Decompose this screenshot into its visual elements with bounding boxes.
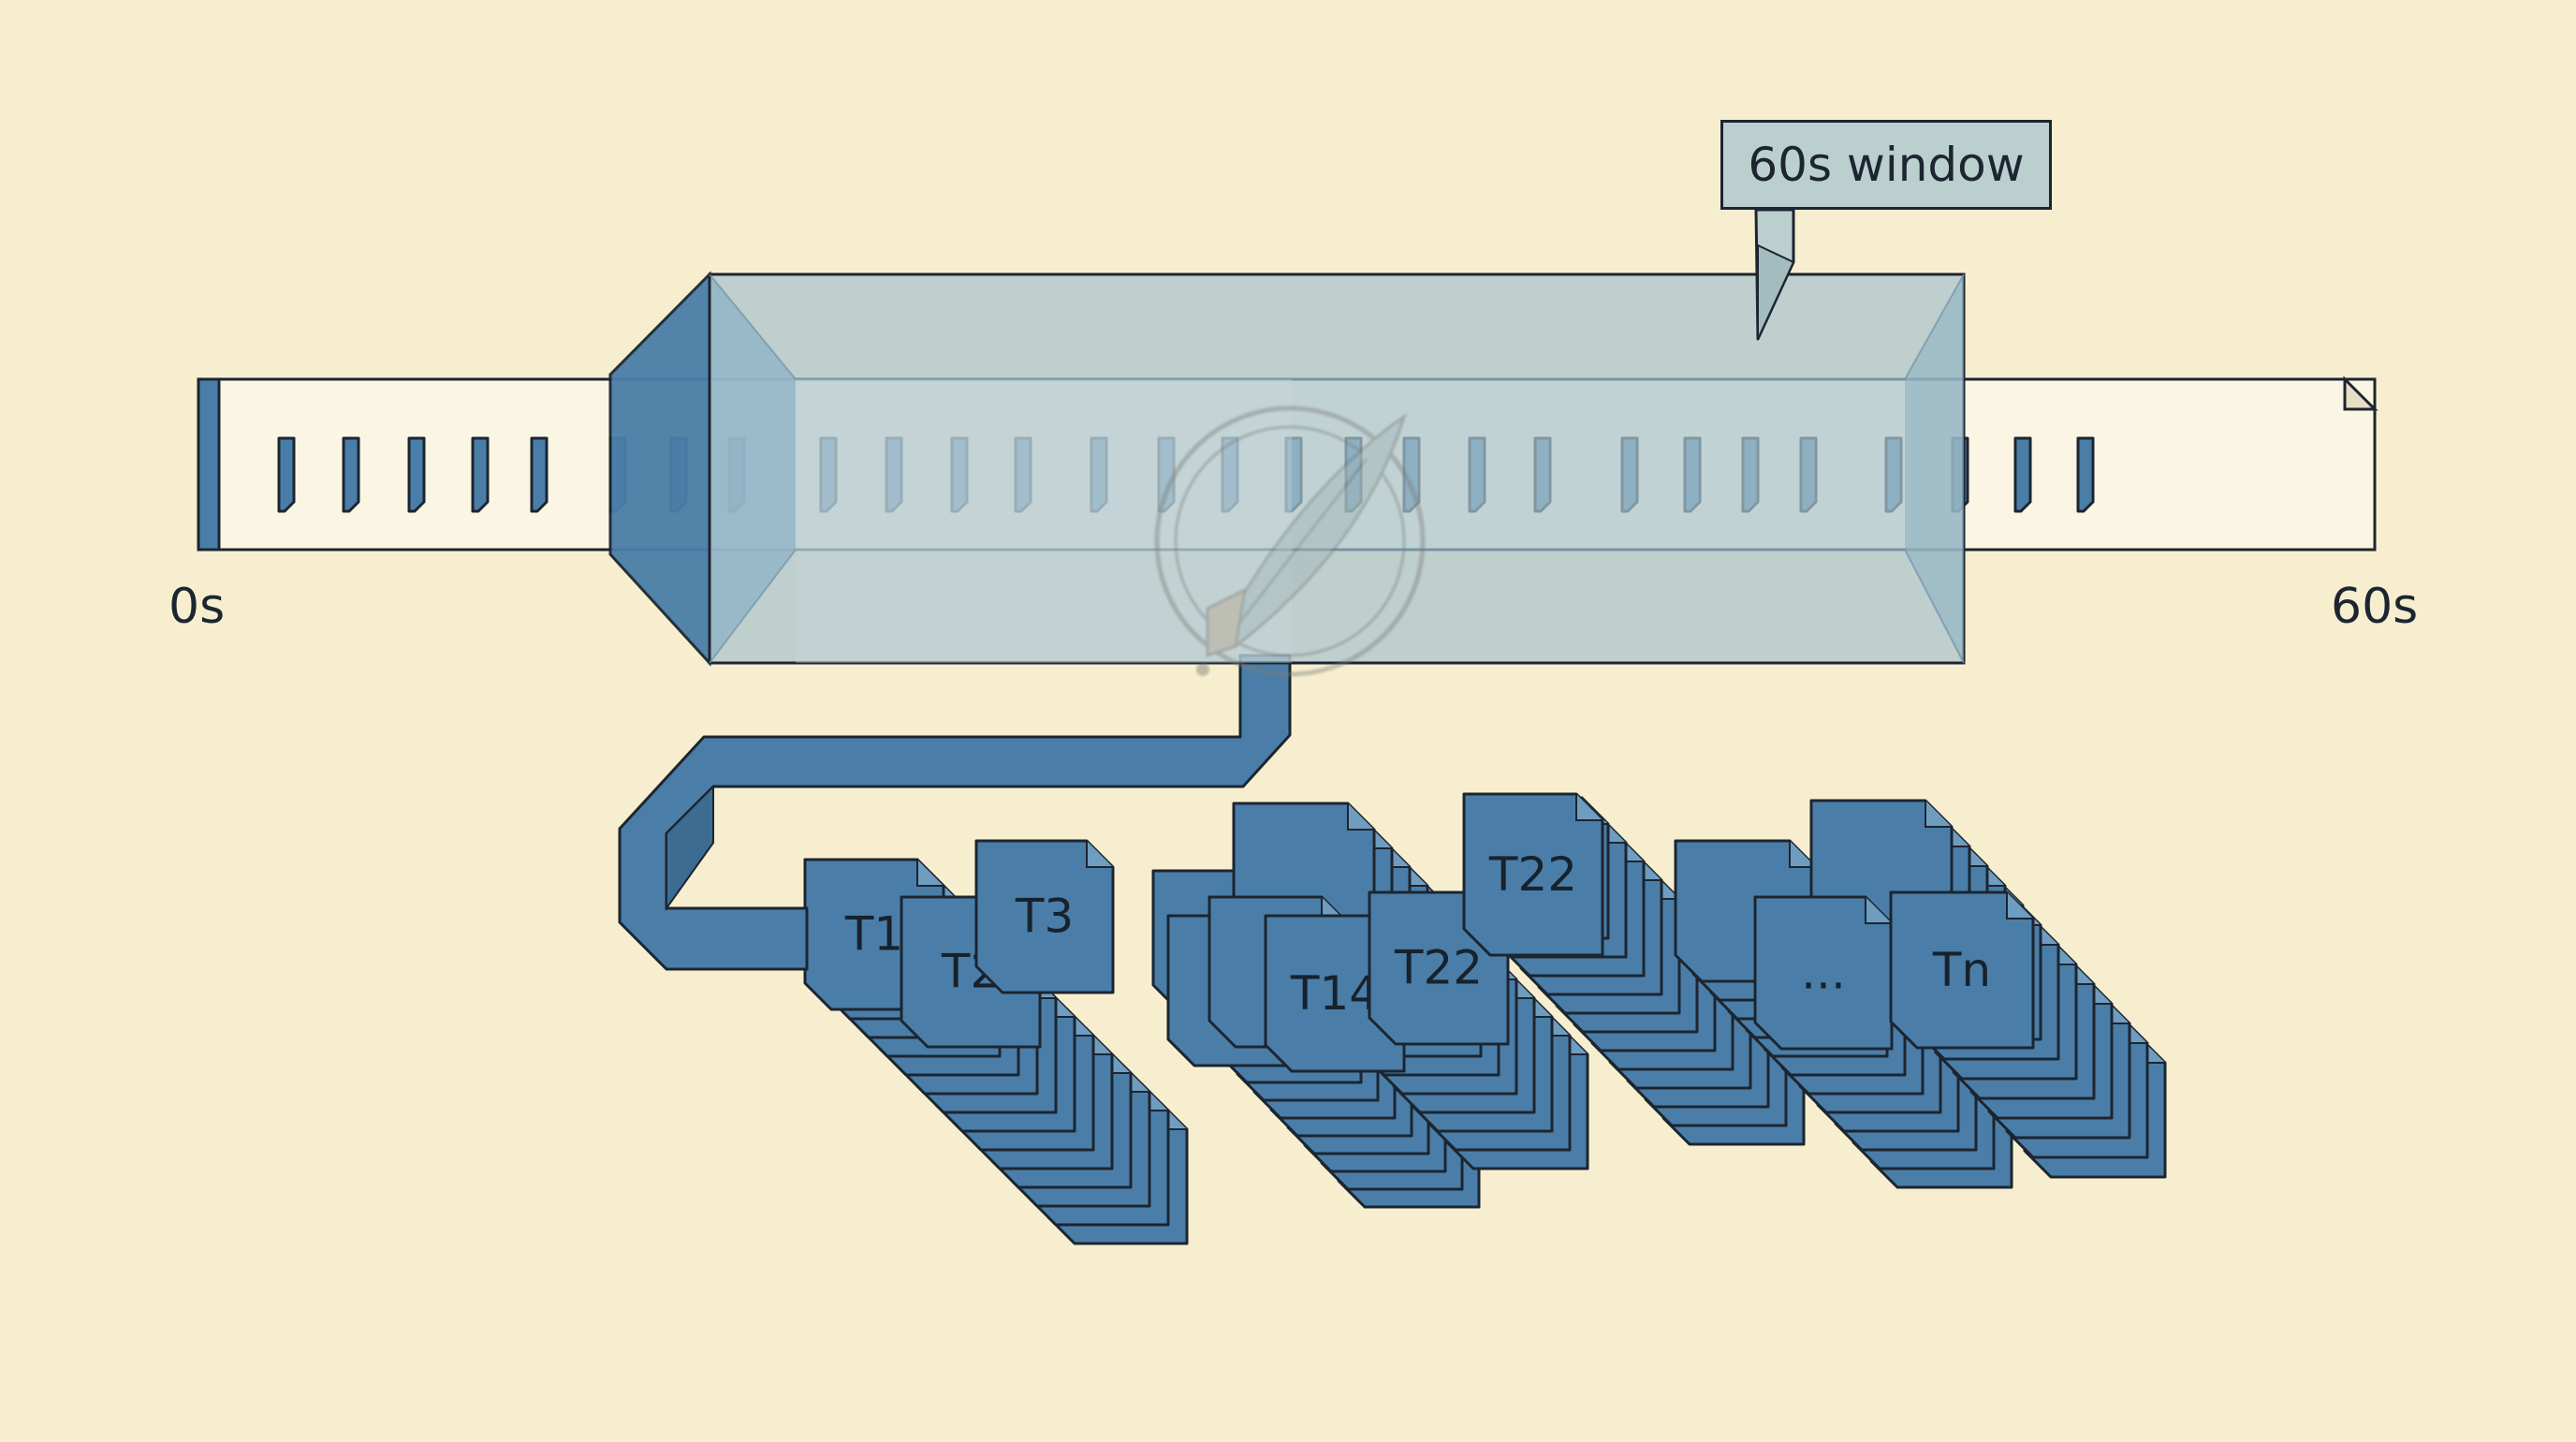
window-right-face [1905, 274, 1964, 663]
ribbon-fold-shade [666, 784, 714, 912]
window-left-bevel [608, 271, 711, 667]
task-card-label: T14 [1290, 966, 1379, 1021]
timeline-start-label: 0s [168, 579, 226, 635]
task-card-stacks: T1T2T3TTT14T22T22...Tn [803, 792, 2167, 1245]
window-inner-bottom-edge [709, 549, 1965, 664]
timeline-tick [407, 436, 426, 513]
timeline-tick [342, 436, 360, 513]
task-card-label: Tn [1932, 943, 1991, 997]
window-callout-label: 60s window [1748, 138, 2025, 192]
task-card: T22 [1462, 792, 1604, 957]
timeline-tick [530, 436, 549, 513]
task-card: Tn [1889, 890, 2035, 1050]
sliding-window [608, 271, 1966, 667]
window-body [708, 272, 1966, 665]
window-callout: 60s window [1720, 120, 2052, 210]
timeline-tick [2013, 436, 2032, 513]
timeline-tick [471, 436, 490, 513]
task-card: T3 [974, 839, 1115, 994]
task-card: ... [1753, 895, 1894, 1051]
quill-pen-seal-icon [1154, 405, 1426, 677]
task-card-label: T22 [1488, 847, 1577, 902]
window-inner-top-edge [709, 273, 1965, 380]
timeline-tick [2076, 436, 2095, 513]
timeline-start-cap [197, 377, 221, 552]
task-card-label: T22 [1394, 941, 1483, 995]
task-card-label: ... [1801, 946, 1846, 1000]
timeline-tick [277, 436, 296, 513]
task-card-label: T3 [1015, 890, 1074, 944]
timeline-end-fold [2343, 375, 2378, 411]
task-card-label: T1 [844, 907, 903, 962]
task-feed-ribbon [618, 654, 1292, 971]
window-callout-pointer-shade [1757, 243, 1795, 340]
timeline-end-label: 60s [2331, 579, 2419, 635]
